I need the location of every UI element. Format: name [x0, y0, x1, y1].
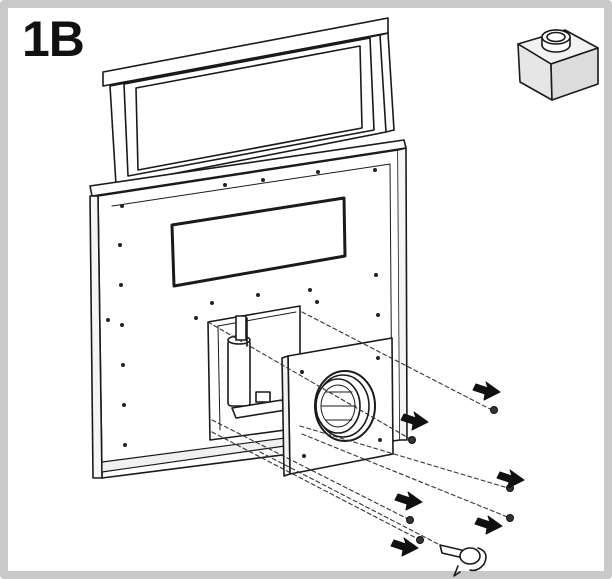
arrow: [390, 537, 419, 557]
direction-arrows: [390, 381, 525, 557]
step-label: 1B: [22, 11, 85, 67]
screw: [490, 406, 498, 414]
screws: [406, 406, 514, 544]
control-slot: [170, 196, 347, 288]
cable-connector: [439, 544, 487, 577]
arrow: [472, 381, 501, 401]
arrow: [496, 469, 525, 489]
duct-adapter-plate: [281, 337, 394, 477]
glass-lift-panel: [102, 17, 395, 186]
screw: [506, 514, 514, 522]
screw: [408, 436, 416, 444]
duct-adapter-box-icon: [517, 29, 599, 101]
alignment-lines: [207, 311, 511, 546]
screw: [416, 536, 424, 544]
arrow: [400, 411, 429, 431]
motor-cutout: [207, 305, 301, 441]
arrow: [474, 515, 503, 535]
arrow: [394, 491, 423, 511]
mounting-holes: [106, 168, 380, 447]
screw: [406, 516, 414, 524]
